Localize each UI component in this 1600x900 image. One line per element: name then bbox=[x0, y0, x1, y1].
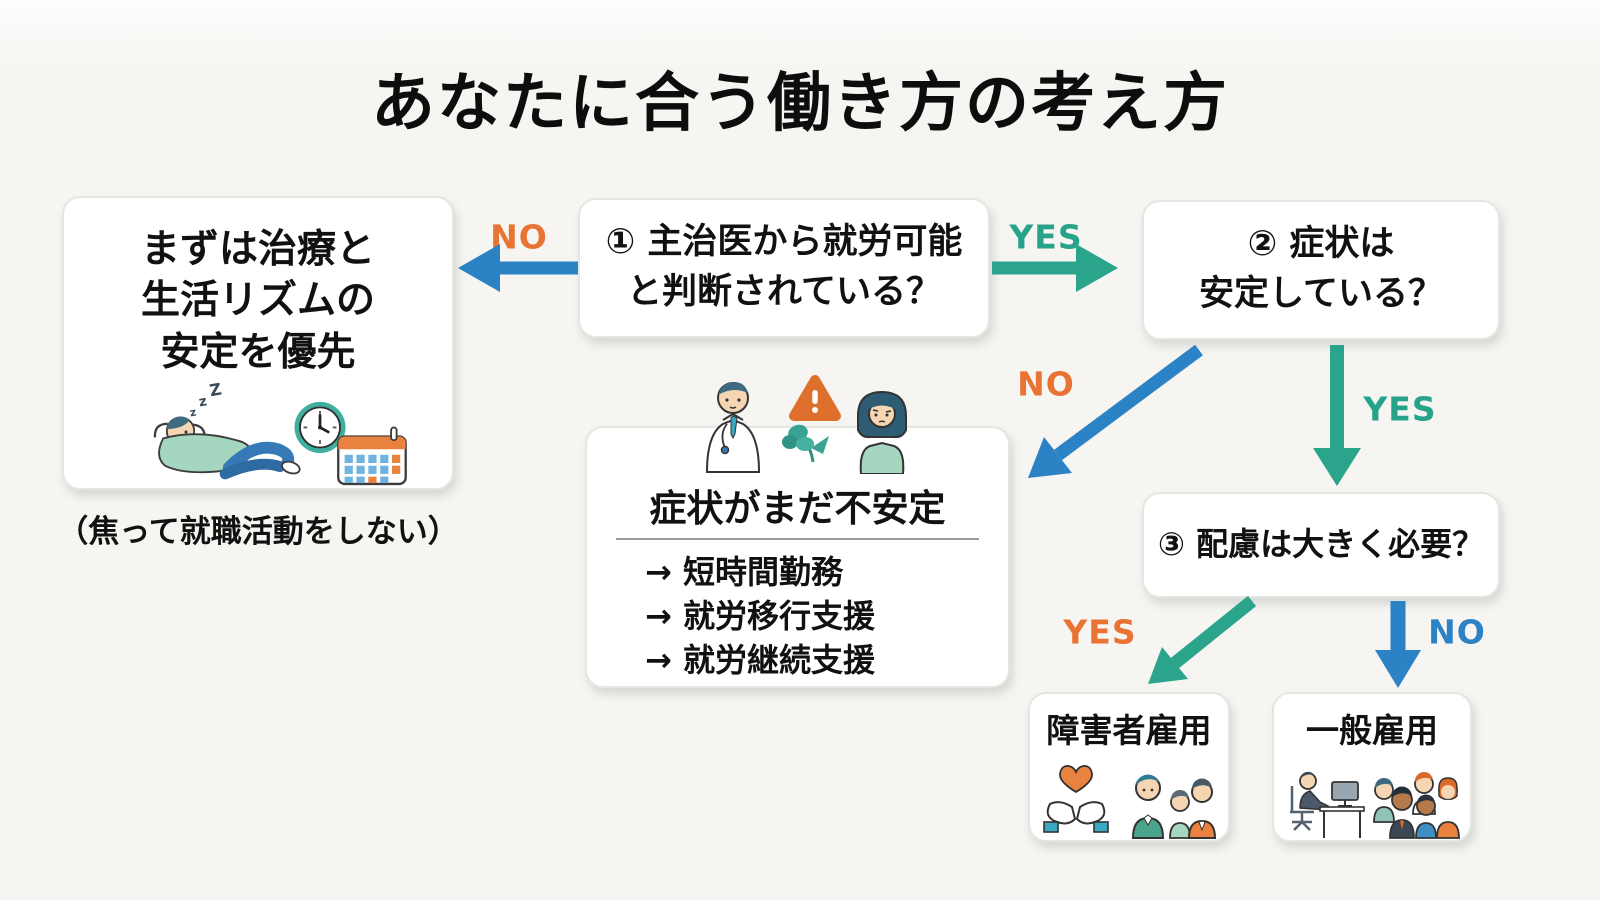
rest-box: まずは治療と 生活リズムの 安定を優先 z z Z bbox=[62, 196, 454, 490]
general-icons bbox=[1290, 771, 1460, 839]
heart-in-hands-icon bbox=[1043, 765, 1109, 833]
svg-text:Z: Z bbox=[208, 380, 223, 400]
calendar-icon bbox=[337, 426, 407, 486]
unstable-title: 症状がまだ不安定 bbox=[649, 487, 946, 530]
support-people-icon bbox=[1131, 774, 1217, 839]
doctor-icon bbox=[705, 382, 761, 473]
q2-line-2: 安定している？ bbox=[1199, 274, 1443, 314]
q2-box: ② 症状は 安定している？ bbox=[1142, 200, 1500, 340]
unstable-item-1: → 短時間勤務 bbox=[645, 553, 843, 591]
label-q2-yes: YES bbox=[1363, 389, 1437, 429]
general-box: 一般雇用 bbox=[1272, 692, 1472, 842]
q3-box: ③ 配慮は大きく必要？ bbox=[1142, 492, 1500, 598]
warning-triangle-icon bbox=[789, 375, 841, 421]
zzz-icon: z z Z bbox=[189, 380, 223, 419]
rest-caption: （焦って就職活動をしない） bbox=[57, 514, 459, 550]
q1-line-1: ① 主治医から就労可能 bbox=[605, 222, 963, 263]
disability-title: 障害者雇用 bbox=[1046, 711, 1212, 750]
label-q3-no: NO bbox=[1428, 612, 1486, 652]
page-title: あなたに合う働き方の考え方 bbox=[371, 67, 1229, 141]
general-title: 一般雇用 bbox=[1306, 711, 1438, 750]
unstable-icons bbox=[705, 375, 907, 474]
desk-worker-icon bbox=[1290, 771, 1365, 838]
unstable-box: 症状がまだ不安定 → 短時間勤務 → 就労移行支援 → 就労継続支援 bbox=[585, 426, 1010, 688]
worried-woman-icon bbox=[857, 390, 907, 474]
rest-line-3: 安定を優先 bbox=[160, 329, 356, 375]
q2-line-1: ② 症状は bbox=[1247, 224, 1395, 265]
unstable-item-2: → 就労移行支援 bbox=[645, 597, 875, 635]
label-q1-yes: YES bbox=[1009, 217, 1083, 257]
svg-text:z: z bbox=[198, 394, 209, 411]
office-people-icon bbox=[1373, 771, 1460, 839]
q3-line: ③ 配慮は大きく必要？ bbox=[1157, 525, 1485, 564]
label-q2-no: NO bbox=[1017, 364, 1075, 404]
rest-line-2: 生活リズムの bbox=[140, 278, 375, 324]
svg-text:z: z bbox=[189, 406, 198, 420]
q1-box: ① 主治医から就労可能 と判断されている？ bbox=[578, 198, 990, 338]
unstable-divider bbox=[616, 538, 979, 540]
arrow-q2-yes bbox=[1313, 345, 1361, 486]
rest-illustration: z z Z bbox=[153, 380, 407, 486]
unstable-item-3: → 就労継続支援 bbox=[645, 641, 875, 679]
arrow-q3-no bbox=[1375, 601, 1421, 688]
wilted-flower-icon bbox=[782, 424, 829, 463]
clock-icon bbox=[294, 402, 346, 454]
label-q1-no: NO bbox=[490, 217, 548, 257]
arrow-q3-yes bbox=[1148, 595, 1257, 684]
label-q3-yes: YES bbox=[1063, 612, 1137, 652]
q1-line-2: と判断されている？ bbox=[627, 272, 941, 312]
disability-icons bbox=[1043, 765, 1217, 839]
sleeping-person-icon bbox=[153, 416, 301, 480]
rest-line-1: まずは治療と bbox=[140, 227, 375, 272]
disability-box: 障害者雇用 bbox=[1028, 692, 1230, 842]
